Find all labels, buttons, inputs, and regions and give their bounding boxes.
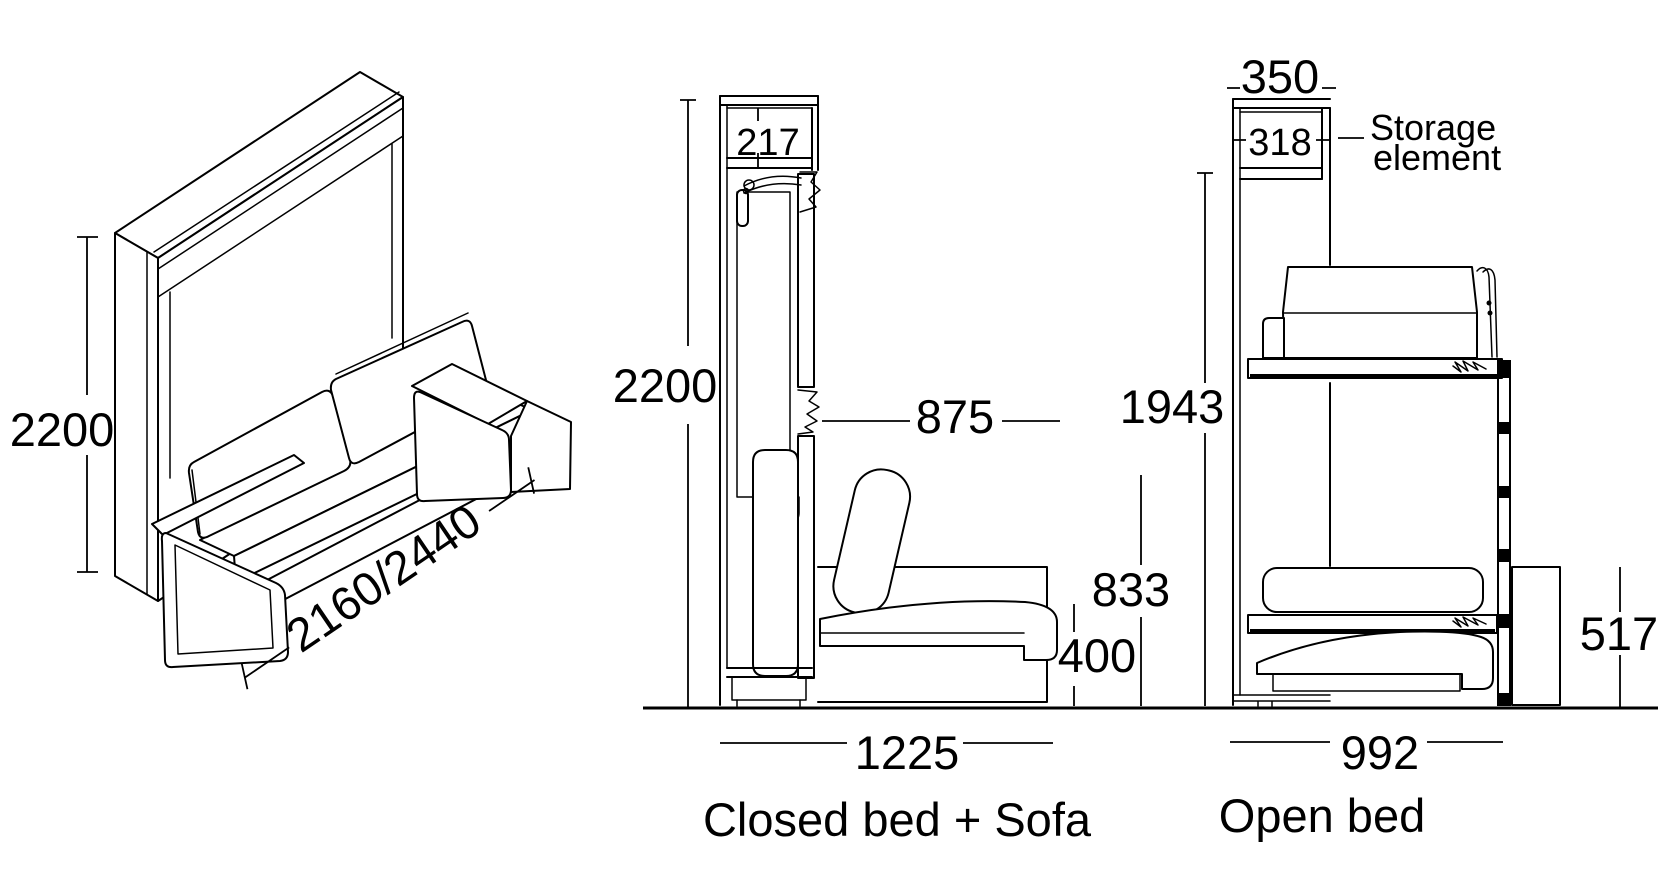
middle-hinge-bracket [797,389,820,435]
frame-hinge-4 [1497,614,1511,628]
bed-panel-dim-label: 875 [916,390,994,443]
closed-top-panel [719,95,819,106]
open-height-dim-label: 1943 [1120,380,1225,433]
closed-storage-shelf [726,157,813,169]
open-bed-view: 350 318 Storage element [1120,50,1658,842]
frame-hinge-1 [1497,422,1511,434]
closed-height-dim-line [680,99,696,707]
closed-sofa-backrest-group [832,468,912,615]
open-storage-dim-label: 318 [1248,122,1311,164]
cabinet-depth-dim-label: 350 [1241,50,1319,103]
lower-shelf-hinge [1452,616,1487,628]
open-sofa-backrest [1262,567,1484,613]
bed-front-panel-lower [797,435,815,679]
front-band-line-1 [157,107,404,270]
closed-plinth [731,676,807,701]
closed-depth-dim-label: 1225 [855,726,960,779]
backrest-height-dim-label: 833 [1092,563,1170,616]
open-top-panel [1232,98,1331,109]
cabinet-top-face-edge [153,91,400,253]
left-armrest-panel-inset [174,544,274,655]
storage-note-line2: element [1373,137,1501,178]
cushion-stack-back-block [1262,317,1285,359]
iso-width-dim-ticks [240,467,535,690]
closed-feet [736,699,801,707]
top-hinge-pin [742,187,750,195]
seat-height-dim-label: 400 [1058,629,1136,682]
isometric-view: 2200 2160/2440 [10,71,572,690]
bed-front-panel-upper [797,173,815,388]
frame-hinge-2 [1497,486,1511,498]
leg-strip-pin-2 [1487,310,1493,316]
closed-view-caption: Closed bed + Sofa [703,793,1092,846]
open-storage-shelf [1239,167,1323,180]
frame-hinge-3 [1497,549,1511,562]
top-hinge-arms [743,175,802,194]
base-height-dim-label: 517 [1580,607,1658,660]
closed-sofa-backrest [832,468,912,615]
folded-leg-strip [1476,266,1498,358]
top-hinge-bracket [799,171,821,213]
open-sofa-seat-cushion [1256,630,1494,690]
closed-sofa-seat-platform [819,632,1025,647]
closed-height-dim-label: 2200 [613,359,718,412]
open-sofa-base [1272,673,1461,692]
storage-note-line1: Storage [1370,107,1496,148]
right-armrest-panel [413,390,512,503]
lower-shelf [1247,614,1498,634]
open-view-caption: Open bed [1219,789,1425,842]
closed-storage-front [811,95,819,171]
iso-width-dim-line [244,479,536,679]
back-cushion-right-edge [335,312,469,375]
left-armrest-panel [160,532,289,669]
open-plinth [1232,694,1331,707]
lower-cushion-panel [752,449,799,677]
front-band-line-2 [157,135,404,298]
upper-shelf-hinge [1452,360,1487,373]
closed-storage-dim-label: 217 [736,122,799,164]
cabinet-left-side [114,232,159,602]
iso-height-dim-label: 2200 [10,403,115,456]
frame-hinge-5 [1497,693,1511,706]
right-armrest-side [510,400,572,493]
open-depth-dim-label: 992 [1341,726,1419,779]
closed-bed-view: 217 2200 875 833 400 [613,95,1170,846]
leg-strip-pin-1 [1486,300,1492,306]
left-armrest-top [151,454,305,536]
frame-top-hinge-block [1497,360,1511,378]
iso-height-dim-line [77,236,98,573]
bed-strap-handle [736,189,749,227]
bed-side-box [1511,566,1561,706]
open-height-dim-line [1197,172,1213,706]
